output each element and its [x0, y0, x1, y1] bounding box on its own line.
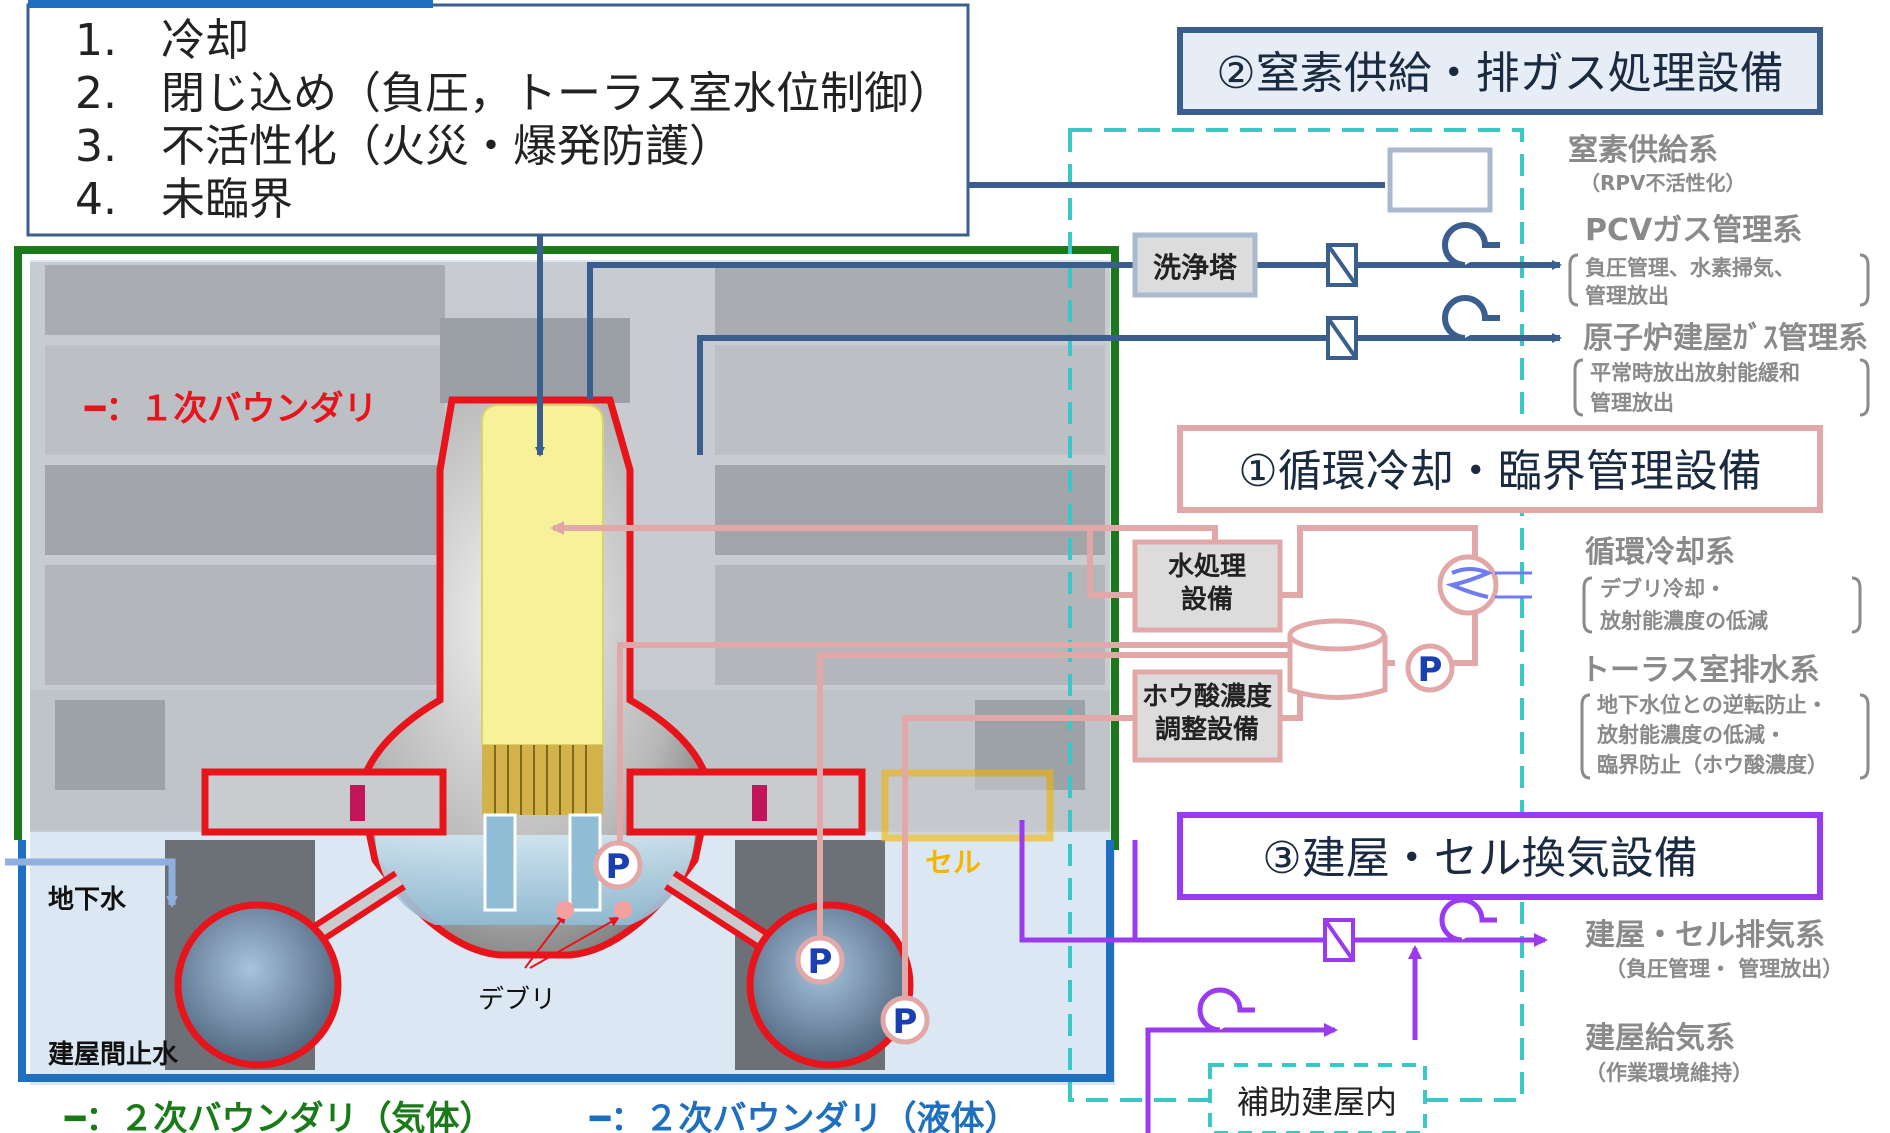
system-torus-drain-note: 臨界防止（ホウ酸濃度）: [1597, 753, 1828, 777]
debris-arrows: [524, 913, 620, 969]
boric-acid-box: [1132, 669, 1283, 763]
system-rb-gas-note: 平常時放出放射能緩和: [1590, 361, 1800, 385]
water-treatment-box: [1132, 539, 1283, 633]
objectives-tab: [28, 0, 433, 8]
header-cooling: ①循環冷却・臨界管理設備: [1238, 446, 1761, 497]
system-building-supply-note: （作業環境維持）: [1585, 1061, 1753, 1085]
legend-secondary-liquid: ━：２次バウンダリ（液体）: [589, 1099, 1018, 1133]
pump-label: P: [893, 1002, 918, 1042]
objectives-box: [26, 3, 970, 237]
header-ventilation-box: [1177, 812, 1823, 900]
system-pcv-gas-note: 負圧管理、水素掃気、: [1585, 256, 1795, 280]
system-rb-gas: 原子炉建屋ｶﾞｽ管理系: [1583, 321, 1868, 356]
valve-icon: [1323, 918, 1355, 962]
valve-icon: [1326, 243, 1358, 360]
objective-item: 2. 閉じ込め（負圧，トーラス室水位制御）: [75, 68, 952, 119]
groundwater-arrow: [5, 858, 178, 908]
system-nitrogen-note: （RPV不活性化）: [1580, 171, 1746, 195]
scrubber-label: 洗浄塔: [1153, 251, 1238, 284]
boric-acid-label: ホウ酸濃度: [1142, 681, 1272, 712]
system-pcv-gas-note: 管理放出: [1585, 284, 1669, 308]
boric-acid-label: 調整設備: [1155, 714, 1259, 745]
system-circulation-note: デブリ冷却・: [1600, 577, 1726, 601]
legend-primary: ━：１次バウンダリ: [84, 389, 377, 429]
system-building-exhaust-note: （負圧管理・ 管理放出）: [1605, 957, 1843, 981]
water-treatment-label: 水処理: [1168, 552, 1246, 582]
header-nitrogen: ②窒素供給・排ガス処理設備: [1216, 48, 1783, 99]
coil-icon: [1445, 567, 1493, 599]
nitrogen-generator: [1387, 147, 1493, 213]
water-treatment-label: 設備: [1181, 584, 1233, 615]
cell-box: [881, 769, 1054, 842]
fan-icon: [1197, 897, 1497, 1033]
objective-item: 4. 未臨界: [75, 174, 293, 225]
system-rb-gas-note: 管理放出: [1590, 391, 1674, 415]
system-circulation: 循環冷却系: [1585, 535, 1735, 570]
groundwater-label: 地下水: [48, 885, 127, 915]
system-torus-drain-note: 地下水位との逆転防止・: [1597, 693, 1828, 717]
header-ventilation: ③建屋・セル換気設備: [1262, 833, 1697, 884]
system-building-exhaust: 建屋・セル排気系: [1585, 918, 1825, 953]
aux-building-label: 補助建屋内: [1237, 1083, 1397, 1121]
debris-dot: [556, 901, 574, 919]
water-stop-label: 建屋間止水: [48, 1040, 179, 1070]
header-nitrogen-box: [1177, 27, 1823, 115]
cooling-lines: [550, 521, 1478, 1025]
pump-icon: [1405, 643, 1455, 693]
ventilation-lines: [1019, 820, 1548, 1133]
objective-item: 1. 冷却: [75, 15, 249, 66]
system-circulation-note: 放射能濃度の低減: [1599, 609, 1768, 633]
fan-icon: [1442, 222, 1500, 341]
tank-icon: [1287, 618, 1388, 700]
legend-secondary-gas: ━：２次バウンダリ（気体）: [64, 1099, 493, 1133]
scrubber-box: [1132, 232, 1258, 298]
secondary-gas-boundary: [14, 246, 1119, 850]
bracket-icon: [1568, 253, 1870, 780]
pump-label: P: [808, 942, 833, 982]
pump-label: P: [606, 847, 631, 887]
cell-label: セル: [925, 846, 981, 879]
debris-label: デブリ: [478, 985, 556, 1015]
pump-icon: [593, 840, 930, 1045]
system-torus-drain: トーラス室排水系: [1580, 653, 1819, 688]
system-torus-drain-note: 放射能濃度の低減・: [1596, 723, 1786, 747]
system-nitrogen: 窒素供給系: [1568, 133, 1718, 168]
aux-building-box: [1208, 1063, 1427, 1133]
debris-dot: [614, 901, 632, 919]
pump-label: P: [1418, 650, 1443, 690]
system-pcv-gas: PCVガス管理系: [1585, 213, 1802, 248]
objective-item: 3. 不活性化（火災・爆発防護）: [75, 121, 733, 172]
secondary-liquid-boundary: [18, 840, 1114, 1082]
header-cooling-box: [1177, 425, 1823, 513]
system-building-supply: 建屋給気系: [1585, 1021, 1735, 1056]
